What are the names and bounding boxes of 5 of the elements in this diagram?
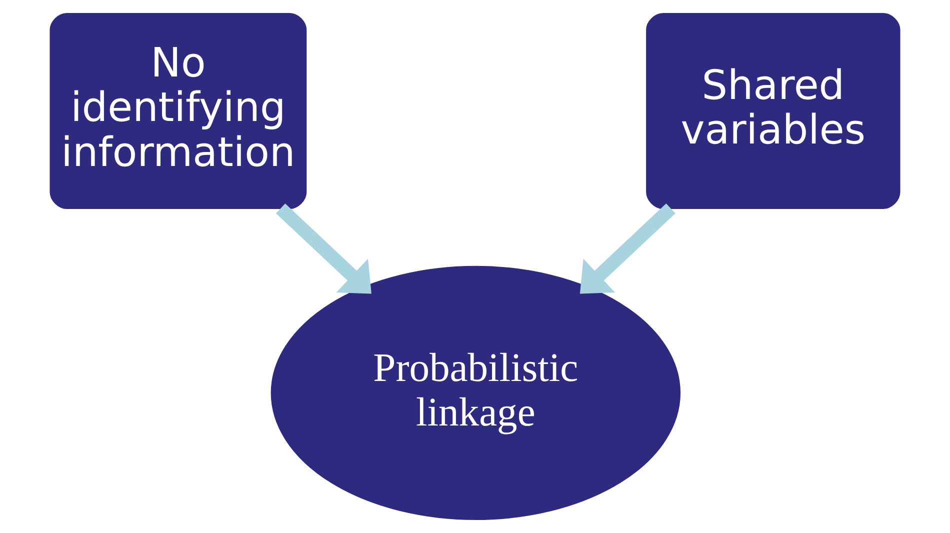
node-box: No identifying information bbox=[50, 12, 307, 210]
node-box: Shared variables bbox=[646, 12, 900, 210]
arrow bbox=[276, 204, 372, 294]
arrow bbox=[580, 204, 676, 294]
node-ellipse: Probabilistic linkage bbox=[270, 266, 681, 520]
